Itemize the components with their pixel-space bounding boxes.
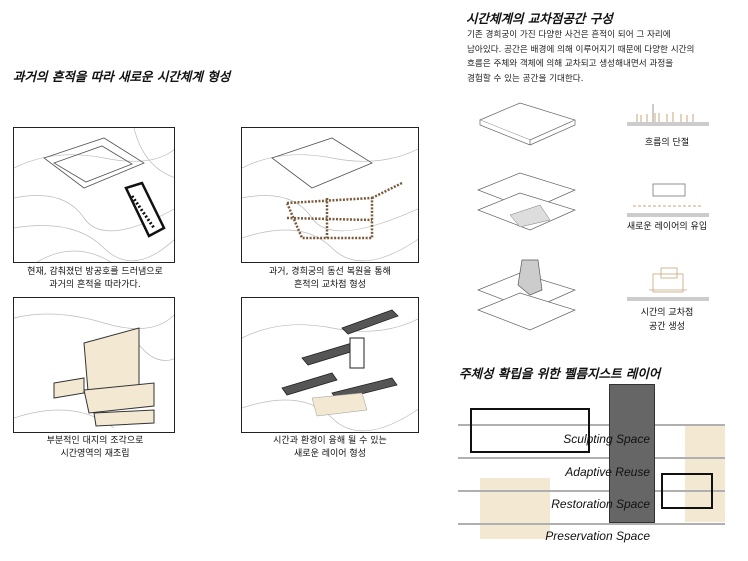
layer-line — [458, 490, 725, 492]
caption-line: 시간영역의 재조립 — [60, 449, 130, 459]
label-preservation-space: Preservation Space — [545, 529, 650, 543]
label-adaptive-reuse: Adaptive Reuse — [565, 465, 650, 479]
beige-block-left — [480, 478, 550, 539]
layer-line — [458, 523, 725, 525]
stage-label-2: 새로운 레이어의 유입 — [626, 222, 708, 232]
caption-line: 과거의 흔적을 따라가다. — [49, 280, 141, 290]
paragraph-line: 남아있다. 공간은 배경에 의해 이루어지기 때문에 다양한 시간의 — [467, 44, 695, 55]
site-plan-drawing — [242, 309, 418, 432]
site-plan-panel-1 — [13, 127, 175, 263]
paragraph-line: 기존 경희궁이 가진 다양한 사건은 흔적이 되어 그 자리에 — [467, 30, 671, 40]
dark-bar — [609, 384, 655, 523]
label-sculpting-space: Sculpting Space — [563, 432, 650, 446]
left-title: 과거의 흔적을 따라 새로운 시간체계 형성 — [13, 69, 231, 84]
right-title: 시간체계의 교차점공간 구성 — [466, 11, 613, 26]
site-plan-panel-2 — [241, 127, 419, 263]
paragraph-line: 흐름은 주체와 객체에 의해 교차되고 생성해내면서 과정을 — [467, 59, 674, 69]
description-paragraph: 기존 경희궁이 가진 다양한 사건은 흔적이 되어 그 자리에 남아있다. 공간… — [467, 28, 747, 86]
label-restoration-space: Restoration Space — [551, 497, 650, 511]
stage-label-line: 공간 생성 — [649, 322, 685, 332]
caption-line: 시간과 환경이 융해 될 수 있는 — [273, 436, 387, 446]
layer-line — [458, 457, 725, 459]
site-plan-panel-3 — [13, 297, 175, 433]
caption-line: 새로운 레이어 형성 — [294, 449, 366, 459]
white-box-right — [661, 473, 713, 509]
caption-line: 현재, 감춰졌던 방공호를 드러냄으로 — [27, 267, 163, 277]
stage-label-1: 흐름의 단절 — [644, 138, 690, 148]
caption-line: 과거, 경희궁의 동선 복원을 통해 — [269, 267, 391, 277]
section-sketches — [627, 104, 709, 301]
layer-line — [458, 424, 725, 426]
axonometric-diagrams — [477, 102, 576, 331]
paragraph-line: 경험할 수 있는 공간을 기대한다. — [467, 73, 584, 84]
site-plan-panel-4 — [241, 297, 419, 433]
caption-line: 부분적인 대지의 조각으로 — [46, 436, 144, 446]
site-plan-drawing — [14, 313, 174, 429]
site-plan-drawing — [242, 137, 418, 262]
white-box-left — [470, 408, 590, 453]
caption-line: 흔적의 교차점 형성 — [294, 280, 366, 290]
site-plan-drawing — [14, 128, 174, 262]
layers-title: 주체성 확립을 위한 펠름지스트 레이어 — [459, 366, 661, 381]
stage-label-line: 시간의 교차점 — [640, 308, 694, 318]
